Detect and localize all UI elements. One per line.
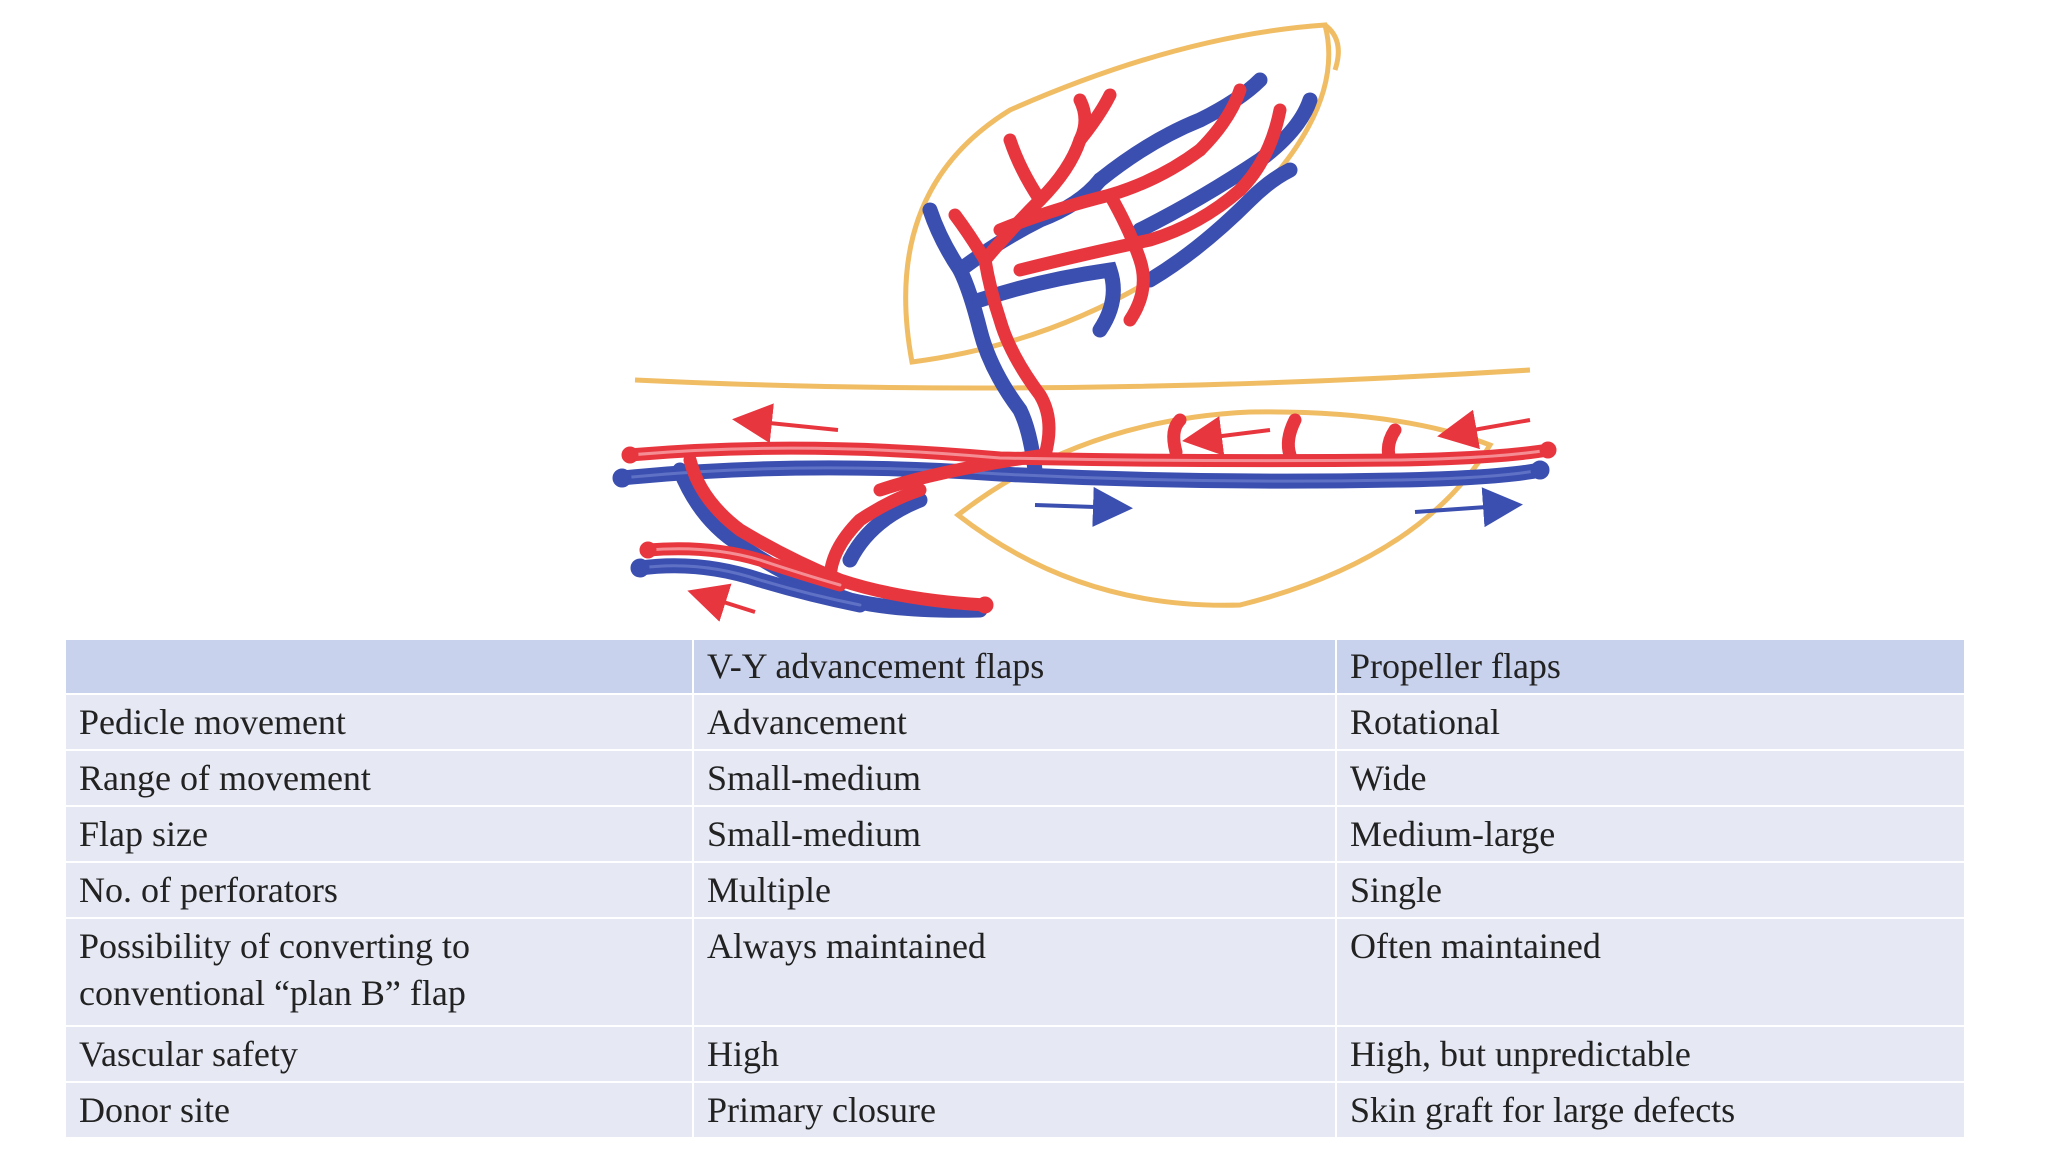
table-row: Donor site Primary closure Skin graft fo… xyxy=(64,1081,1966,1139)
table-row: Pedicle movement Advancement Rotational xyxy=(64,693,1966,751)
vy-cell: Small-medium xyxy=(692,805,1337,863)
table-header-row: V-Y advancement flaps Propeller flaps xyxy=(64,638,1966,695)
propeller-cell: Single xyxy=(1335,861,1966,919)
propeller-cell: Often maintained xyxy=(1335,917,1966,1027)
veins xyxy=(614,72,1548,618)
row-label: Possibility of converting to conventional… xyxy=(64,917,694,1027)
vy-cell: Advancement xyxy=(692,693,1337,751)
table-row: Flap size Small-medium Medium-large xyxy=(64,805,1966,863)
row-label: Pedicle movement xyxy=(64,693,694,751)
vy-cell: Multiple xyxy=(692,861,1337,919)
table-row: Vascular safety High High, but unpredict… xyxy=(64,1025,1966,1083)
header-cell-vy: V-Y advancement flaps xyxy=(692,638,1337,695)
row-label: Donor site xyxy=(64,1081,694,1139)
vascular-flap-illustration xyxy=(612,22,1557,622)
row-label: Vascular safety xyxy=(64,1025,694,1083)
row-label: Range of movement xyxy=(64,749,694,807)
comparison-table: V-Y advancement flaps Propeller flaps Pe… xyxy=(64,638,1966,1139)
table-row: Range of movement Small-medium Wide xyxy=(64,749,1966,807)
table-row: Possibility of converting to conventional… xyxy=(64,917,1966,1027)
vy-cell: High xyxy=(692,1025,1337,1083)
row-label: No. of perforators xyxy=(64,861,694,919)
header-cell-empty xyxy=(64,638,694,695)
propeller-cell: Skin graft for large defects xyxy=(1335,1081,1966,1139)
vy-cell: Primary closure xyxy=(692,1081,1337,1139)
propeller-cell: High, but unpredictable xyxy=(1335,1025,1966,1083)
propeller-cell: Rotational xyxy=(1335,693,1966,751)
arteries-highlight xyxy=(628,446,1550,587)
blue-arrow-icon xyxy=(1034,486,1523,528)
row-label: Flap size xyxy=(64,805,694,863)
table-row: No. of perforators Multiple Single xyxy=(64,861,1966,919)
propeller-cell: Medium-large xyxy=(1335,805,1966,863)
vessel-ends xyxy=(612,441,1557,614)
header-cell-propeller: Propeller flaps xyxy=(1335,638,1966,695)
vy-flap-outline xyxy=(953,409,1494,608)
propeller-cell: Wide xyxy=(1335,749,1966,807)
veins-highlight xyxy=(620,466,1542,607)
row-label-line1: Possibility of converting to xyxy=(79,926,470,966)
vy-cell: Small-medium xyxy=(692,749,1337,807)
vy-cell: Always maintained xyxy=(692,917,1337,1027)
row-label-line2: conventional “plan B” flap xyxy=(79,973,466,1013)
red-arrow-icon xyxy=(687,403,1531,622)
fascia-line xyxy=(634,367,1531,391)
